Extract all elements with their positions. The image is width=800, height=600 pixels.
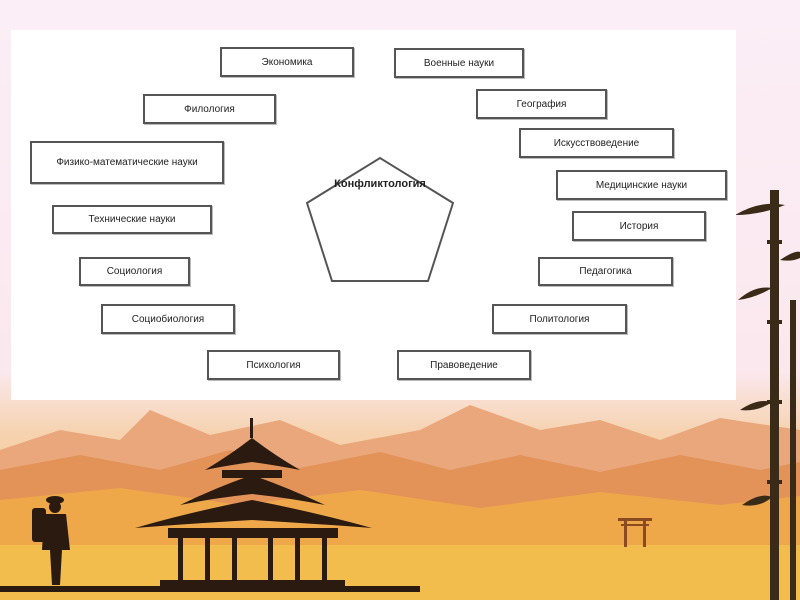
traveler-silhouette-icon [32, 496, 70, 585]
node-physics-math: Физико-математические науки [30, 141, 224, 184]
node-politology: Политология [492, 304, 627, 334]
node-law: Правоведение [397, 350, 531, 380]
node-geography: География [476, 89, 607, 119]
node-pedagogy: Педагогика [538, 257, 673, 286]
node-medical-sciences: Медицинские науки [556, 170, 727, 200]
node-history: История [572, 211, 706, 241]
bamboo-icon [735, 190, 800, 600]
pagoda-silhouette-icon [0, 418, 420, 592]
node-psychology: Психология [207, 350, 340, 380]
node-philology: Филология [143, 94, 276, 124]
node-sociology: Социология [79, 257, 190, 286]
node-economics: Экономика [220, 47, 354, 77]
center-label: Конфликтология [334, 178, 426, 190]
node-sociobiology: Социобиология [101, 304, 235, 334]
node-military-sciences: Военные науки [394, 48, 524, 78]
node-technical-sciences: Технические науки [52, 205, 212, 234]
torii-gate-icon [618, 518, 652, 547]
node-art-studies: Искусствоведение [519, 128, 674, 158]
